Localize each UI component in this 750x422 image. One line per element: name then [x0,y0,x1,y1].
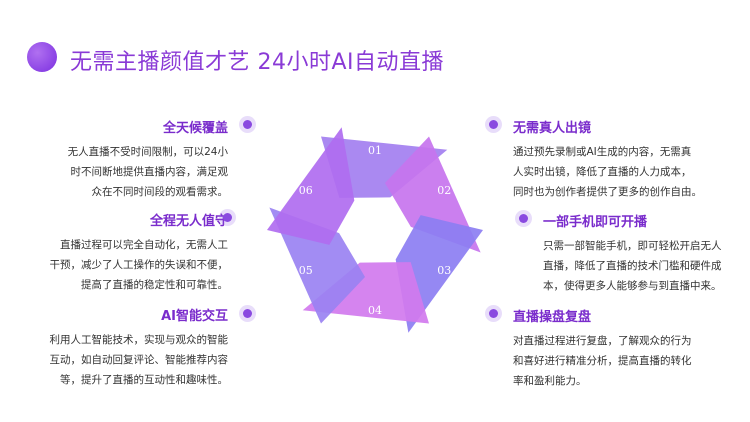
feature-title: 一部手机即可开播 [543,215,648,230]
feature-description: 只需一部智能手机，即可轻松开启无人 直播，降低了直播的技术门槛和硬件成 本，使得… [543,240,722,292]
ring-segment-label: 01 [368,144,382,157]
feature-description: 利用人工智能技术，实现与观众的智能 互动，如自动回复评论、智能推荐内容 等，提升… [49,334,229,386]
ring-segment-06 [267,127,355,245]
feature-description: 对直播过程进行复盘，了解观众的行为 和喜好进行精准分析，提高直播的转化 率和盈利… [513,335,692,387]
feature-description: 直播过程可以完全自动化，无需人工 干预，减少了人工操作的失误和不便， 提高了直播… [49,239,229,291]
feature-all-day-coverage: 全天候覆盖 无人直播不受时间限制，可以24小 时不间断地提供直播内容，满足观 众… [18,117,228,202]
ring-segment-label: 04 [368,304,382,317]
ring-segment-label: 05 [299,264,313,277]
feature-marker-icon [243,309,252,318]
feature-fully-unattended: 全程无人值守 直播过程可以完全自动化，无需人工 干预，减少了人工操作的失误和不便… [8,210,229,295]
ring-segment-05 [269,207,366,324]
feature-marker-icon [243,120,252,129]
feature-marker-icon [489,120,498,129]
page-title: 无需主播颜值才艺 24小时AI自动直播 [70,50,445,75]
feature-description: 通过预先录制或AI生成的内容，无需真 人实时出镜，降低了直播的人力成本， 同时也… [513,146,702,198]
feature-no-real-person: 无需真人出镜 通过预先录制或AI生成的内容，无需真 人实时出镜，降低了直播的人力… [513,117,743,202]
feature-marker-icon [223,213,232,222]
feature-description: 无人直播不受时间限制，可以24小 时不间断地提供直播内容，满足观 众在不同时间段… [67,146,228,198]
ring-segment-label: 06 [299,184,313,197]
ring-segment-label: 02 [437,184,451,197]
feature-title: AI智能交互 [161,309,228,324]
feature-title: 直播操盘复盘 [513,310,592,325]
ring-segment-label: 03 [437,264,451,277]
feature-marker-icon [519,214,528,223]
feature-live-review: 直播操盘复盘 对直播过程进行复盘，了解观众的行为 和喜好进行精准分析，提高直播的… [513,306,743,391]
ring-segment-02 [384,136,481,253]
title-bullet-icon [27,42,57,72]
feature-ai-interaction: AI智能交互 利用人工智能技术，实现与观众的智能 互动，如自动回复评论、智能推荐… [8,305,229,390]
feature-title: 全天候覆盖 [162,121,228,136]
feature-title: 全程无人值守 [149,214,228,229]
feature-marker-icon [489,309,498,318]
feature-one-phone-live: 一部手机即可开播 只需一部智能手机，即可轻松开启无人 直播，降低了直播的技术门槛… [543,211,748,296]
feature-title: 无需真人出镜 [513,121,592,136]
